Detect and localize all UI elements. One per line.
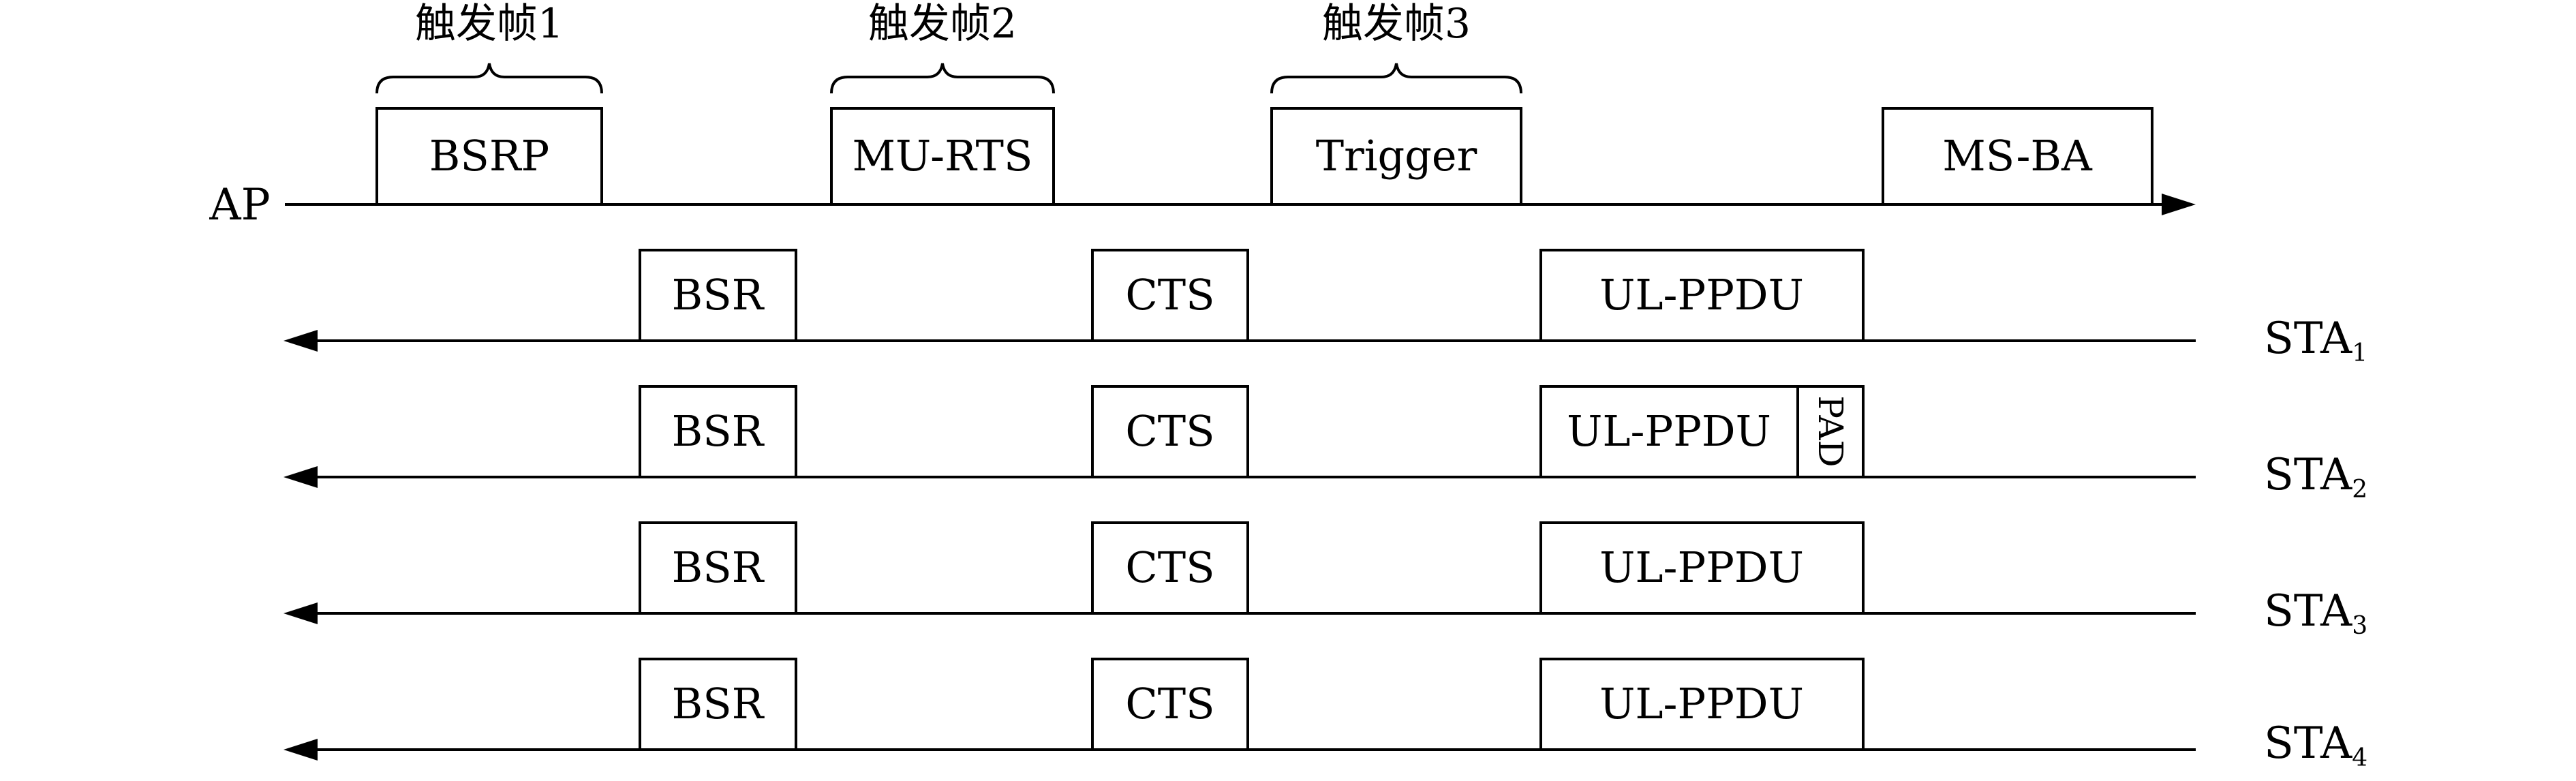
frame-label-trigger: Trigger [1316, 131, 1477, 181]
frame-label-cts: CTS [1125, 406, 1214, 456]
sta-name: STA [2264, 313, 2352, 364]
sta-arrow-head [283, 602, 318, 624]
frame-label-cts: CTS [1125, 270, 1214, 320]
brace-group-2: 触发帧2 [830, 0, 1055, 94]
sta-subscript: 3 [2352, 612, 2367, 640]
brace-group-3: 触发帧3 [1270, 0, 1522, 94]
frame-box-bsrp [375, 107, 603, 206]
sta-label-3: STA3 [2264, 586, 2367, 640]
frame-box-cts [1091, 658, 1249, 751]
sta-arrow-head [283, 466, 318, 488]
ap-timeline: AP BSRP MU-RTS Trigger MS-BA [209, 107, 2196, 230]
frame-label-bsr: BSR [672, 406, 765, 456]
frame-box-bsr [639, 249, 797, 342]
frame-box-trigger [1270, 107, 1522, 206]
frame-label-ms-ba: MS-BA [1942, 131, 2093, 181]
ap-arrow-head [2162, 194, 2196, 215]
frame-box-ul-ppdu [1539, 521, 1865, 615]
sta-subscript: 4 [2352, 744, 2367, 772]
brace-2 [830, 63, 1055, 94]
sta-timeline-3: BSR CTS UL-PPDU STA3 [283, 521, 2367, 640]
brace-label-2: 触发帧2 [868, 0, 1017, 48]
frame-label-mu-rts: MU-RTS [852, 131, 1032, 181]
brace-label-3: 触发帧3 [1322, 0, 1471, 48]
frame-label-bsrp: BSRP [429, 131, 549, 181]
frame-label-cts: CTS [1125, 542, 1214, 592]
sta-subscript: 2 [2352, 476, 2367, 504]
frame-label-ul-ppdu: UL-PPDU [1599, 542, 1804, 592]
frame-box-ul-ppdu [1539, 658, 1865, 751]
ap-label: AP [209, 180, 270, 230]
sta-arrow-head [283, 330, 318, 352]
frame-label-pad: PAD [1811, 395, 1850, 467]
frame-label-ul-ppdu: UL-PPDU [1567, 406, 1771, 456]
frame-box-pad [1796, 385, 1865, 478]
frame-box-ms-ba [1882, 107, 2153, 206]
sta-timeline-4: BSR CTS UL-PPDU STA4 [283, 658, 2367, 772]
frame-label-bsr: BSR [672, 270, 765, 320]
sta-label-2: STA2 [2264, 450, 2367, 504]
frame-box-cts [1091, 249, 1249, 342]
sta-timeline-1: BSR CTS UL-PPDU STA1 [283, 249, 2367, 367]
frame-label-bsr: BSR [672, 679, 765, 729]
sta-name: STA [2264, 718, 2352, 769]
frame-label-ul-ppdu: UL-PPDU [1599, 270, 1804, 320]
frame-box-ul-ppdu [1539, 385, 1799, 478]
sta-arrow-head [283, 739, 318, 761]
brace-1 [375, 63, 603, 94]
frame-box-ul-ppdu [1539, 249, 1865, 342]
sta-timeline-2: BSR CTS UL-PPDU PAD STA2 [283, 385, 2367, 504]
frame-box-cts [1091, 385, 1249, 478]
sta-label-4: STA4 [2264, 718, 2367, 772]
frame-label-bsr: BSR [672, 542, 765, 592]
sta-subscript: 1 [2352, 339, 2367, 367]
frame-box-bsr [639, 385, 797, 478]
sta-name: STA [2264, 450, 2352, 500]
frame-box-cts [1091, 521, 1249, 615]
frame-box-bsr [639, 658, 797, 751]
sta-name: STA [2264, 586, 2352, 637]
brace-group-1: 触发帧1 [375, 0, 603, 94]
frame-box-mu-rts [830, 107, 1055, 206]
frame-label-ul-ppdu: UL-PPDU [1599, 679, 1804, 729]
brace-3 [1270, 63, 1522, 94]
frame-box-bsr [639, 521, 797, 615]
brace-label-1: 触发帧1 [415, 0, 564, 48]
sta-label-1: STA1 [2264, 313, 2367, 367]
frame-label-cts: CTS [1125, 679, 1214, 729]
